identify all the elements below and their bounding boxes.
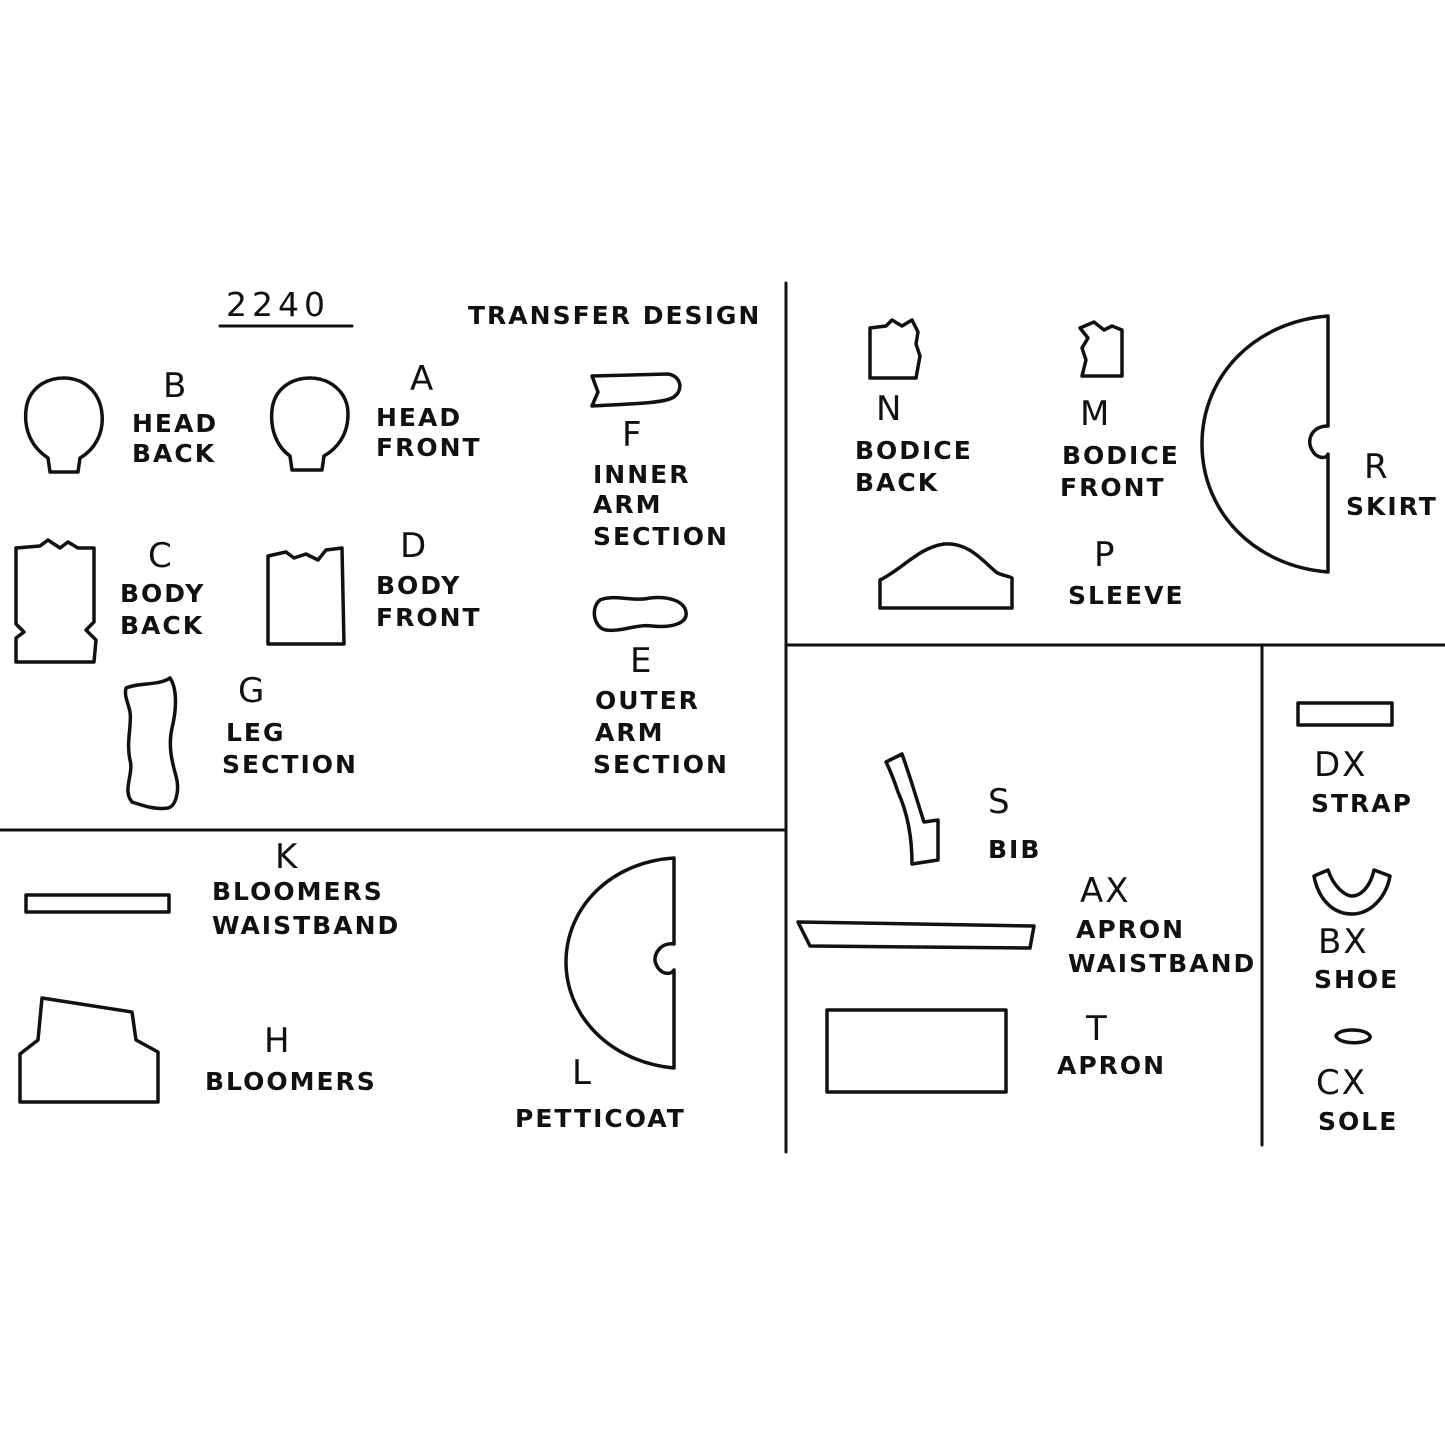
piece-label-line: BODICE	[1062, 441, 1180, 470]
piece-label-line: APRON	[1057, 1051, 1166, 1080]
panel-dividers	[0, 281, 1445, 1154]
strap-shape	[1296, 701, 1394, 727]
piece-label-line: SECTION	[593, 522, 729, 551]
shoe-shape	[1312, 868, 1392, 916]
piece-letter: AX	[1080, 871, 1131, 911]
piece-label-line: STRAP	[1311, 789, 1413, 818]
piece-c-body-back: C BODY BACK	[14, 536, 205, 664]
piece-ax-apron-waistband: AX APRON WAISTBAND	[796, 871, 1256, 978]
piece-label-line: LEG	[226, 718, 286, 747]
piece-label-line: OUTER	[595, 686, 700, 715]
pattern-number: 2240	[226, 285, 330, 324]
piece-label-line: SECTION	[222, 750, 358, 779]
piece-letter: B	[163, 366, 188, 406]
piece-letter: T	[1085, 1009, 1109, 1049]
piece-letter: DX	[1314, 745, 1367, 785]
piece-a-head-front: A HEAD FRONT	[269, 359, 482, 472]
piece-label-line: SKIRT	[1346, 492, 1438, 521]
piece-k-bloomers-waistband: K BLOOMERS WAISTBAND	[24, 837, 400, 940]
piece-letter: K	[275, 837, 299, 877]
piece-label-line: BODICE	[855, 436, 973, 465]
body-back-shape	[14, 538, 98, 664]
piece-letter: S	[988, 782, 1012, 822]
apron-shape	[825, 1008, 1008, 1094]
piece-g-leg-section: G LEG SECTION	[123, 671, 358, 811]
piece-label-line: BIB	[988, 835, 1041, 864]
piece-label-line: APRON	[1076, 915, 1185, 944]
bodice-front-shape	[1078, 320, 1124, 378]
piece-m-bodice-front: M BODICE FRONT	[1060, 320, 1180, 502]
piece-letter: CX	[1316, 1063, 1367, 1103]
piece-letter: P	[1094, 535, 1117, 575]
piece-label-line: HEAD	[132, 409, 218, 438]
piece-f-inner-arm-section: F INNER ARM SECTION	[590, 372, 729, 551]
piece-label-line: BACK	[132, 439, 216, 468]
piece-letter: E	[630, 641, 653, 681]
piece-label-line: BACK	[855, 468, 939, 497]
piece-label-line: PETTICOAT	[515, 1104, 686, 1133]
body-front-shape	[266, 546, 346, 646]
piece-letter: N	[876, 389, 903, 429]
piece-label-line: SLEEVE	[1068, 581, 1185, 610]
piece-letter: D	[400, 526, 428, 566]
sole-shape	[1334, 1028, 1372, 1045]
transfer-design-title: TRANSFER DESIGN	[468, 301, 761, 330]
piece-label-line: BLOOMERS	[205, 1067, 377, 1096]
piece-label-line: SECTION	[593, 750, 729, 779]
piece-p-sleeve: P SLEEVE	[878, 535, 1185, 610]
piece-label-line: SOLE	[1318, 1107, 1398, 1136]
sleeve-shape	[878, 542, 1014, 610]
piece-letter: BX	[1318, 922, 1369, 962]
head-front-shape	[269, 376, 350, 472]
piece-label-line: BLOOMERS	[212, 877, 384, 906]
piece-letter: C	[148, 536, 174, 576]
piece-d-body-front: D BODY FRONT	[266, 526, 482, 646]
piece-label-line: HEAD	[376, 403, 462, 432]
piece-label-line: SHOE	[1314, 965, 1399, 994]
bloomers-waistband-shape	[24, 893, 171, 914]
piece-letter: F	[622, 415, 644, 455]
piece-letter: H	[264, 1021, 292, 1061]
piece-label-line: ARM	[593, 490, 662, 519]
piece-letter: M	[1080, 394, 1111, 434]
piece-label-line: BODY	[376, 571, 461, 600]
piece-label-line: WAISTBAND	[212, 911, 400, 940]
piece-label-line: INNER	[593, 460, 690, 489]
bib-shape	[884, 752, 940, 866]
piece-t-apron: T APRON	[825, 1008, 1166, 1094]
petticoat-shape	[564, 856, 676, 1070]
piece-r-skirt: R SKIRT	[1200, 314, 1438, 574]
piece-b-head-back: B HEAD BACK	[23, 366, 218, 474]
inner-arm-shape	[590, 372, 682, 408]
piece-label-line: FRONT	[376, 433, 482, 462]
piece-letter: R	[1364, 447, 1390, 487]
piece-cx-sole: CX SOLE	[1316, 1028, 1398, 1136]
bodice-back-shape	[868, 318, 922, 380]
piece-label-line: BODY	[120, 579, 205, 608]
piece-label-line: WAISTBAND	[1068, 949, 1256, 978]
piece-h-bloomers: H BLOOMERS	[18, 996, 377, 1104]
outer-arm-shape	[592, 595, 688, 633]
leg-section-shape	[123, 676, 180, 811]
piece-letter: A	[410, 359, 435, 399]
piece-n-bodice-back: N BODICE BACK	[855, 318, 973, 497]
piece-l-petticoat: L PETTICOAT	[515, 856, 686, 1133]
skirt-shape	[1200, 314, 1330, 574]
piece-label-line: FRONT	[376, 603, 482, 632]
piece-bx-shoe: BX SHOE	[1312, 868, 1399, 994]
piece-e-outer-arm-section: E OUTER ARM SECTION	[592, 595, 729, 779]
piece-dx-strap: DX STRAP	[1296, 701, 1413, 818]
piece-label-line: BACK	[120, 611, 204, 640]
piece-letter: G	[238, 671, 266, 711]
piece-letter: L	[572, 1053, 593, 1093]
head-back-shape	[23, 376, 104, 474]
piece-label-line: FRONT	[1060, 473, 1166, 502]
bloomers-shape	[18, 996, 160, 1104]
piece-label-line: ARM	[595, 718, 664, 747]
piece-s-bib: S BIB	[884, 752, 1041, 866]
apron-waistband-shape	[796, 920, 1036, 950]
